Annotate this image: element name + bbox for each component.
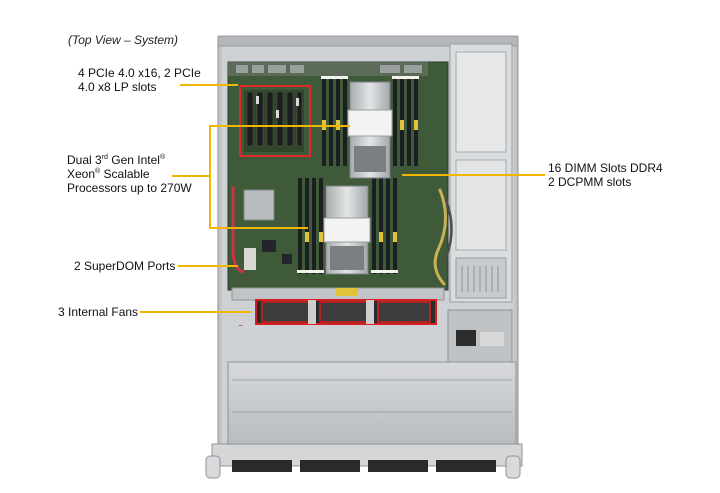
- fan-unit: [261, 301, 431, 323]
- cpu-text-rd: rd: [101, 154, 108, 161]
- cpu-callout-label: Dual 3rd Gen Intel® Xeon® Scalable Proce…: [67, 153, 192, 195]
- cpu-callout-line3: Processors up to 270W: [67, 181, 192, 195]
- dimm-callout-line1: 16 DIMM Slots DDR4: [548, 161, 663, 175]
- superdom-callout-label: 2 SuperDOM Ports: [74, 259, 176, 273]
- cpu-text-dual: Dual 3: [67, 153, 102, 167]
- power-supply-bays: [449, 43, 513, 303]
- pcie-callout-line2: 4.0 x8 LP slots: [78, 80, 157, 94]
- pcie-slots: [244, 90, 304, 152]
- cpu-text-reg2: ®: [95, 168, 101, 175]
- callout-lines: [140, 84, 545, 313]
- pcie-callout-label: 4 PCIe 4.0 x16, 2 PCIe 4.0 x8 LP slots: [78, 66, 201, 94]
- chipset: [243, 189, 292, 270]
- pcie-callout-line1: 4 PCIe 4.0 x16, 2 PCIe: [78, 66, 201, 80]
- cpu-callout-line1: Dual 3rd Gen Intel®: [67, 153, 192, 167]
- cpu-text-scalable: Scalable: [100, 167, 150, 181]
- dimm-slots: [297, 76, 419, 274]
- cpu-text-xeon: Xeon: [67, 167, 96, 181]
- view-caption: (Top View – System): [68, 33, 179, 47]
- dimm-callout-line2: 2 DCPMM slots: [548, 175, 632, 189]
- fans-callout-label: 3 Internal Fans: [58, 305, 139, 319]
- cpu-callout-line2: Xeon® Scalable: [67, 167, 192, 181]
- pcie-highlight-box: [239, 85, 311, 157]
- dimm-callout-label: 16 DIMM Slots DDR4 2 DCPMM slots: [548, 161, 663, 189]
- cpu-text-reg1: ®: [159, 154, 166, 161]
- cpu-heatsinks: [323, 81, 393, 275]
- drive-backplane-area: [205, 309, 523, 479]
- cpu-text-gen: Gen Intel: [107, 153, 160, 167]
- fan-assembly: [231, 287, 445, 325]
